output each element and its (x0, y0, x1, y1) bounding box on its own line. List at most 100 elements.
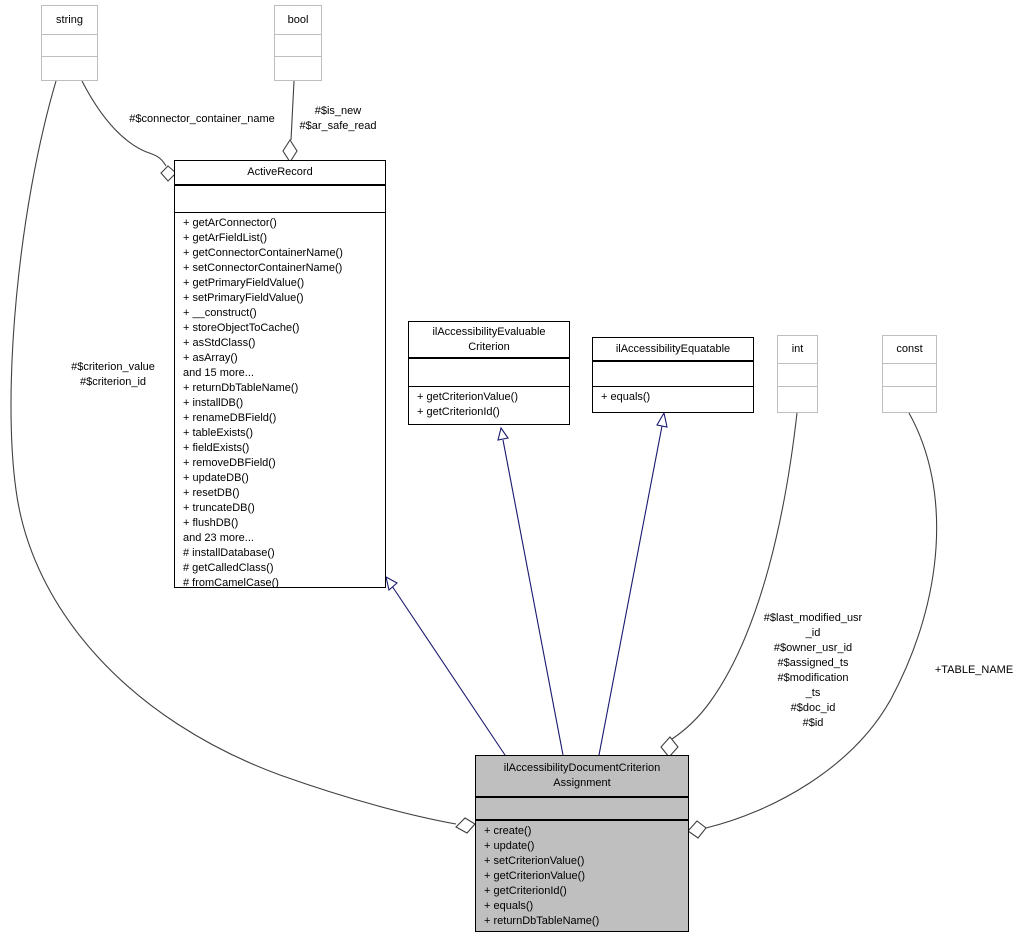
method-line: + getArConnector() (183, 217, 277, 229)
class-title-line: ilAccessibilityDocumentCriterion (503, 762, 661, 774)
attributes-compartment (593, 362, 753, 387)
aggregation-diamond-activerecord-top (282, 138, 298, 164)
edge-bool-to-activerecord (290, 80, 295, 141)
attributes-compartment (476, 798, 688, 821)
edge-assignment-inherits-activerecord (391, 585, 506, 756)
method-line: + getPrimaryFieldValue() (183, 277, 305, 289)
edge-label-line: #$assigned_ts (777, 657, 849, 669)
method-line: + getCriterionValue() (484, 870, 585, 882)
method-line: + setPrimaryFieldValue() (183, 292, 304, 304)
edge-assignment-inherits-evaluablecriterion (502, 439, 564, 756)
method-line: + resetDB() (183, 487, 240, 499)
aggregation-diamond-assignment-topright (660, 736, 679, 758)
methods-compartment (275, 57, 321, 81)
method-line: + getArFieldList() (183, 232, 268, 244)
attributes-compartment (409, 359, 569, 387)
method-line: + fieldExists() (183, 442, 250, 454)
edge-label-line: #$owner_usr_id (773, 642, 853, 654)
attributes-compartment (883, 364, 936, 387)
class-title: bool (275, 6, 321, 35)
class-title: const (883, 336, 936, 364)
method-line: + getCriterionId() (484, 885, 567, 897)
class-title-line: Criterion (468, 340, 510, 353)
method-line: + returnDbTableName() (484, 915, 600, 927)
aggregation-diamond-activerecord-left (160, 165, 177, 182)
attributes-compartment (778, 364, 817, 387)
method-line: + tableExists() (183, 427, 253, 439)
edge-label-table-name: +TABLE_NAME (934, 664, 1014, 676)
inheritance-arrow-equatable (656, 411, 668, 428)
method-line: + equals() (484, 900, 534, 912)
class-title-line: ilAccessibilityEvaluable (432, 325, 546, 338)
class-box-string: string (41, 5, 98, 81)
method-line: + renameDBField() (183, 412, 277, 424)
class-title: ActiveRecord (175, 161, 385, 186)
method-line: + installDB() (183, 397, 244, 409)
method-line: and 15 more... (183, 367, 254, 379)
method-line: # installDatabase() (183, 547, 275, 559)
edge-assignment-inherits-equatable (598, 425, 663, 756)
method-line: + getCriterionId() (417, 406, 500, 418)
edge-label-line: #$ar_safe_read (299, 120, 377, 132)
method-line: and 23 more... (183, 532, 254, 544)
method-line: + __construct() (183, 307, 257, 319)
methods-compartment: + getCriterionValue() + getCriterionId() (409, 387, 569, 424)
method-line: + flushDB() (183, 517, 239, 529)
attributes-compartment (42, 35, 97, 57)
edge-label-line: #$modification (777, 672, 849, 684)
attributes-compartment (175, 186, 385, 213)
edge-int-to-assignment (671, 412, 798, 740)
edge-label-line: #$last_modified_usr (763, 612, 863, 624)
methods-compartment: + getArConnector() + getArFieldList() + ge… (175, 213, 385, 587)
edge-label-line: #$id (802, 717, 824, 729)
edge-label-bool-members: #$is_new #$ar_safe_read (299, 104, 376, 134)
methods-compartment: + equals() (593, 387, 753, 412)
edge-string-to-activerecord (81, 80, 167, 167)
edge-label-line: _id (805, 627, 821, 639)
class-box-const: const (882, 335, 937, 413)
edge-label-int-members: #$last_modified_usr _id #$owner_usr_id #$as… (764, 611, 862, 731)
class-box-equatable[interactable]: ilAccessibilityEquatable + equals() (592, 337, 754, 413)
methods-compartment (883, 387, 936, 412)
attributes-compartment (275, 35, 321, 57)
method-line: # fromCamelCase() (183, 577, 279, 587)
methods-compartment (42, 57, 97, 81)
inheritance-arrow-activerecord (385, 575, 398, 592)
methods-compartment (778, 387, 817, 412)
method-line: # getCalledClass() (183, 562, 274, 574)
method-line: + equals() (601, 391, 651, 403)
method-line: + truncateDB() (183, 502, 255, 514)
method-line: + asStdClass() (183, 337, 256, 349)
class-box-bool: bool (274, 5, 322, 81)
edge-label-line: #$criterion_value (71, 361, 155, 373)
edge-const-to-assignment (705, 412, 938, 829)
method-line: + removeDBField() (183, 457, 276, 469)
class-title: int (778, 336, 817, 364)
edge-label-connector-container-name: #$connector_container_name (129, 113, 275, 125)
edge-label-line: #$criterion_id (79, 376, 147, 388)
method-line: + getCriterionValue() (417, 391, 518, 403)
method-line: + updateDB() (183, 472, 249, 484)
class-box-activerecord[interactable]: ActiveRecord + getArConnector() + getArFi… (174, 160, 386, 588)
method-line: + create() (484, 825, 532, 837)
method-line: + getConnectorContainerName() (183, 247, 343, 259)
method-line: + update() (484, 840, 535, 852)
inheritance-arrow-evaluablecriterion (497, 426, 509, 441)
method-line: + asArray() (183, 352, 238, 364)
aggregation-diamond-assignment-left (455, 817, 476, 834)
edge-string-to-assignment (10, 80, 457, 825)
class-title: string (42, 6, 97, 35)
edge-label-line: #$is_new (314, 105, 362, 117)
method-line: + returnDbTableName() (183, 382, 299, 394)
method-line: + setCriterionValue() (484, 855, 585, 867)
edge-label-string-members: #$criterion_value #$criterion_id (71, 360, 155, 390)
method-line: + setConnectorContainerName() (183, 262, 343, 274)
edge-label-line: _ts (805, 687, 821, 699)
methods-compartment: + create() + update() + setCriterionValue(… (476, 821, 688, 931)
